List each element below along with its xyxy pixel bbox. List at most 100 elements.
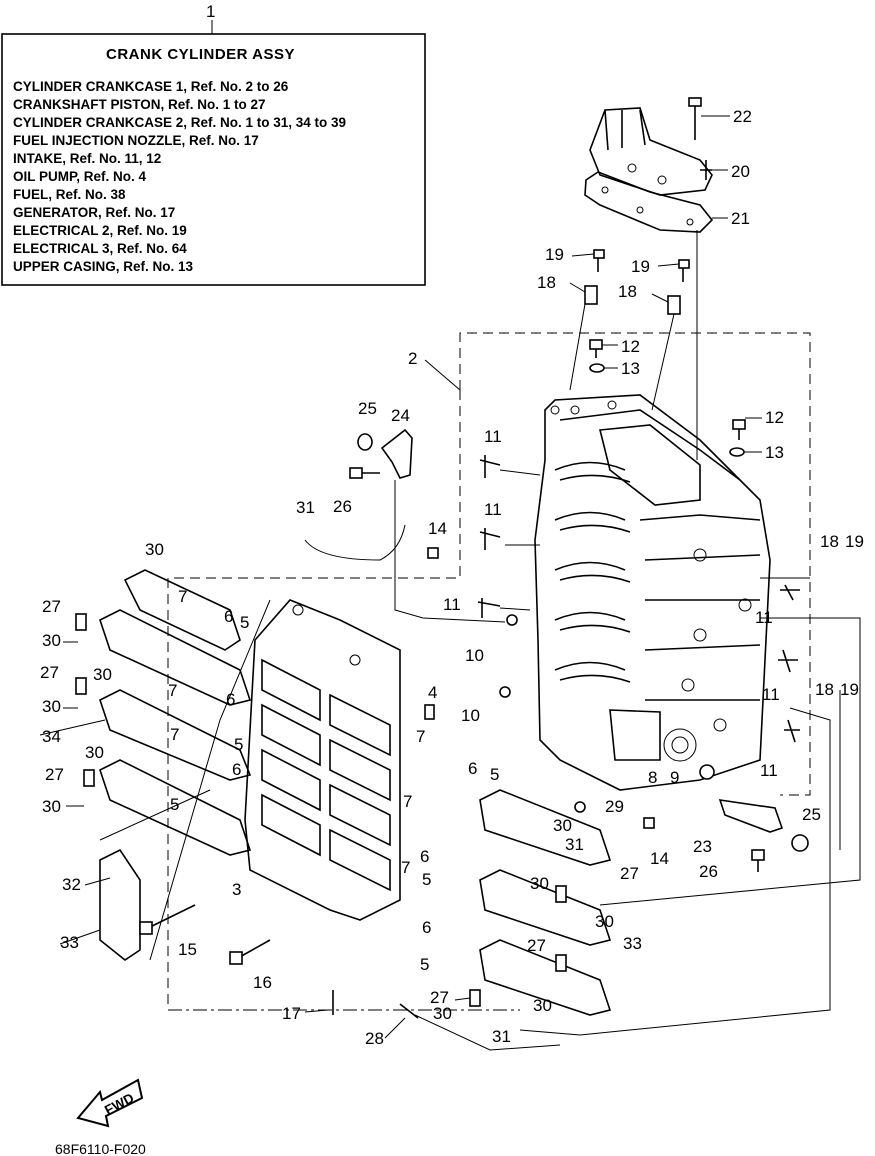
callout-7: 7 xyxy=(178,587,187,606)
callout-7: 7 xyxy=(403,792,412,811)
callout-32: 32 xyxy=(62,875,81,894)
callout-30: 30 xyxy=(85,743,104,762)
callout-6: 6 xyxy=(468,759,477,778)
cylinder-head-cover xyxy=(584,97,730,460)
callout-6: 6 xyxy=(422,918,431,937)
callout-5: 5 xyxy=(420,955,429,974)
callout-13: 13 xyxy=(765,443,784,462)
callout-30: 30 xyxy=(530,874,549,893)
callout-33: 33 xyxy=(60,933,79,952)
leader-2 xyxy=(424,359,461,391)
callout-27: 27 xyxy=(527,936,546,955)
callout-5: 5 xyxy=(422,870,431,889)
assembly-line: CRANKSHAFT PISTON, Ref. No. 1 to 27 xyxy=(13,97,266,112)
callout-27: 27 xyxy=(40,663,59,682)
assembly-line: CYLINDER CRANKCASE 1, Ref. No. 2 to 26 xyxy=(13,79,289,94)
callout-5: 5 xyxy=(490,765,499,784)
callout-27: 27 xyxy=(620,864,639,883)
assembly-line: OIL PUMP, Ref. No. 4 xyxy=(13,169,147,184)
callout-10: 10 xyxy=(461,706,480,725)
callout-12: 12 xyxy=(621,337,640,356)
callout-31: 31 xyxy=(296,498,315,517)
callout-30: 30 xyxy=(145,540,164,559)
callout-23: 23 xyxy=(693,837,712,856)
callout-18: 18 xyxy=(618,282,637,301)
callout-19: 19 xyxy=(631,257,650,276)
cylinder-plate xyxy=(244,599,401,921)
callout-10: 10 xyxy=(465,646,484,665)
callout-6: 6 xyxy=(224,607,233,626)
callout-30: 30 xyxy=(42,631,61,650)
callout-34: 34 xyxy=(42,727,61,746)
assembly-line: ELECTRICAL 2, Ref. No. 19 xyxy=(13,223,187,238)
callout-33: 33 xyxy=(623,934,642,953)
callout-5: 5 xyxy=(240,613,249,632)
callout-8: 8 xyxy=(648,768,657,787)
callout-11: 11 xyxy=(443,595,461,614)
group-outlines xyxy=(167,332,811,1011)
callout-18: 18 xyxy=(537,273,556,292)
hose-routing xyxy=(99,469,861,1051)
callout-30: 30 xyxy=(42,697,61,716)
callout-3: 3 xyxy=(232,880,241,899)
callout-6: 6 xyxy=(226,690,235,709)
callout-15: 15 xyxy=(178,940,197,959)
callout-14: 14 xyxy=(650,849,669,868)
callout-4: 4 xyxy=(428,683,437,702)
callout-labels: 2 3 4 5 5 5 5 5 5 6 6 6 6 6 6 7 7 7 7 7 … xyxy=(40,107,864,1048)
callout-29: 29 xyxy=(605,797,624,816)
assembly-line: INTAKE, Ref. No. 11, 12 xyxy=(13,151,161,166)
cylinder-block xyxy=(534,394,771,791)
assembly-line: GENERATOR, Ref. No. 17 xyxy=(13,205,175,220)
callout-6: 6 xyxy=(420,847,429,866)
callout-7: 7 xyxy=(416,727,425,746)
callout-12: 12 xyxy=(765,408,784,427)
callout-27: 27 xyxy=(42,597,61,616)
callout-9: 9 xyxy=(670,768,679,787)
callout-11: 11 xyxy=(484,427,502,446)
callout-5: 5 xyxy=(170,795,179,814)
callout-5: 5 xyxy=(234,735,243,754)
exhaust-gaskets xyxy=(99,569,612,1016)
callout-31: 31 xyxy=(492,1027,511,1046)
callout-26: 26 xyxy=(699,862,718,881)
callout-21: 21 xyxy=(731,209,750,228)
callout-7: 7 xyxy=(168,681,177,700)
callout-18: 18 xyxy=(820,532,839,551)
callout-30: 30 xyxy=(42,797,61,816)
assembly-line: CYLINDER CRANKCASE 2, Ref. No. 1 to 31, … xyxy=(13,115,346,130)
callout-28: 28 xyxy=(365,1029,384,1048)
assembly-line: FUEL INJECTION NOZZLE, Ref. No. 17 xyxy=(13,133,259,148)
callout-25: 25 xyxy=(358,399,377,418)
callout-7: 7 xyxy=(401,858,410,877)
callout-19: 19 xyxy=(545,245,564,264)
callout-22: 22 xyxy=(733,107,752,126)
callout-14: 14 xyxy=(428,519,447,538)
callout-24: 24 xyxy=(391,406,410,425)
callout-18: 18 xyxy=(815,680,834,699)
assembly-info-box: 1 CRANK CYLINDER ASSY CYLINDER CRANKCASE… xyxy=(1,2,426,286)
callout-27: 27 xyxy=(430,988,449,1007)
callout-30: 30 xyxy=(433,1004,452,1023)
callout-1: 1 xyxy=(206,2,215,21)
assembly-line: UPPER CASING, Ref. No. 13 xyxy=(13,259,194,274)
callout-11: 11 xyxy=(484,500,502,519)
callout-27: 27 xyxy=(45,765,64,784)
callout-2: 2 xyxy=(408,349,417,368)
callout-30: 30 xyxy=(533,996,552,1015)
callout-31: 31 xyxy=(565,835,584,854)
callout-13: 13 xyxy=(621,359,640,378)
callout-16: 16 xyxy=(253,973,272,992)
assembly-title: CRANK CYLINDER ASSY xyxy=(106,46,295,63)
callout-26: 26 xyxy=(333,497,352,516)
callout-7: 7 xyxy=(170,725,179,744)
callout-11: 11 xyxy=(755,608,773,627)
assembly-line: FUEL, Ref. No. 38 xyxy=(13,187,126,202)
callout-6: 6 xyxy=(232,760,241,779)
callout-30: 30 xyxy=(553,816,572,835)
leader-lines xyxy=(39,253,762,1039)
forward-arrow: FWD xyxy=(76,1078,144,1128)
callout-20: 20 xyxy=(731,162,750,181)
assembly-line: ELECTRICAL 3, Ref. No. 64 xyxy=(13,241,187,256)
